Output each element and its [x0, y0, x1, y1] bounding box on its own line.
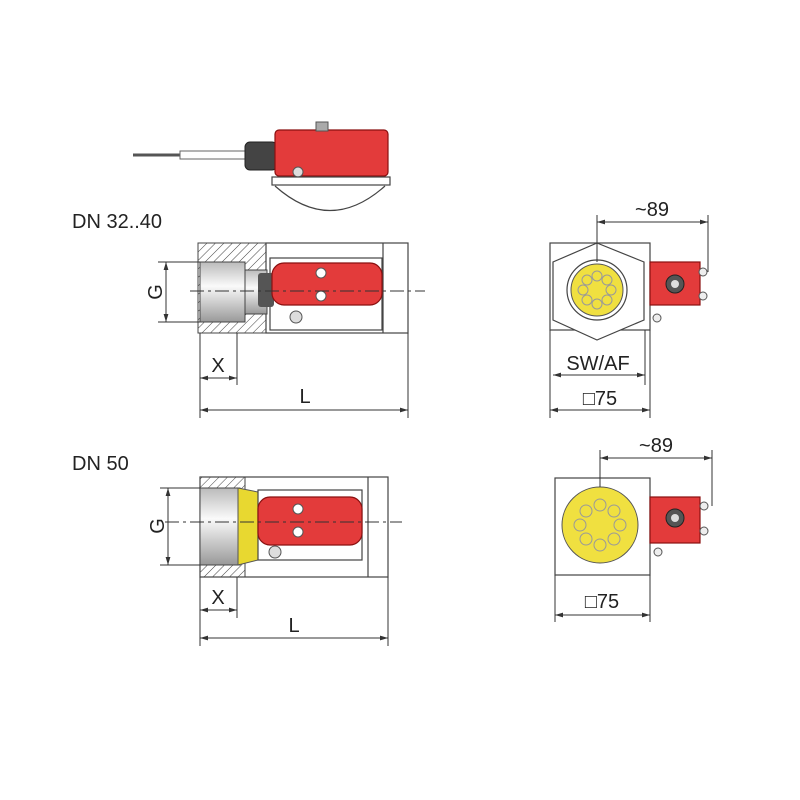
width-89-label: ~89: [639, 435, 673, 457]
housing: [274, 129, 389, 177]
square-75-label: □75: [585, 591, 619, 613]
g-label: G: [147, 518, 169, 534]
sensor-housing: [257, 496, 363, 546]
swaf-label: SW/AF: [566, 353, 629, 375]
l-label: L: [288, 615, 299, 637]
paddle-ring: [237, 487, 259, 566]
paddle-face: [570, 263, 624, 317]
square-75-label: □75: [583, 388, 617, 410]
x-label: X: [211, 587, 224, 609]
l-label: L: [299, 386, 310, 408]
x-label: X: [211, 355, 224, 377]
pipe: [199, 261, 246, 323]
dn32-end-view: ~89 SW/AF □75: [549, 199, 709, 418]
paddle-arc: [274, 185, 386, 212]
sensor-overview: [133, 121, 391, 212]
cable-sheath: [179, 150, 251, 160]
g-label: G: [145, 284, 167, 300]
pipe: [199, 487, 241, 566]
dn32-title: DN 32..40: [72, 211, 162, 233]
dn50-end-view: ~89 □75: [554, 435, 713, 622]
width-89-label: ~89: [635, 199, 669, 221]
sensor-housing: [271, 262, 383, 306]
dn50-title: DN 50: [72, 453, 129, 475]
dn50-side-view: DN 50 G X L: [72, 453, 402, 646]
paddle-face: [561, 486, 639, 564]
cable-gland: [244, 141, 278, 171]
dn32-side-view: DN 32..40 G X L: [72, 211, 425, 418]
